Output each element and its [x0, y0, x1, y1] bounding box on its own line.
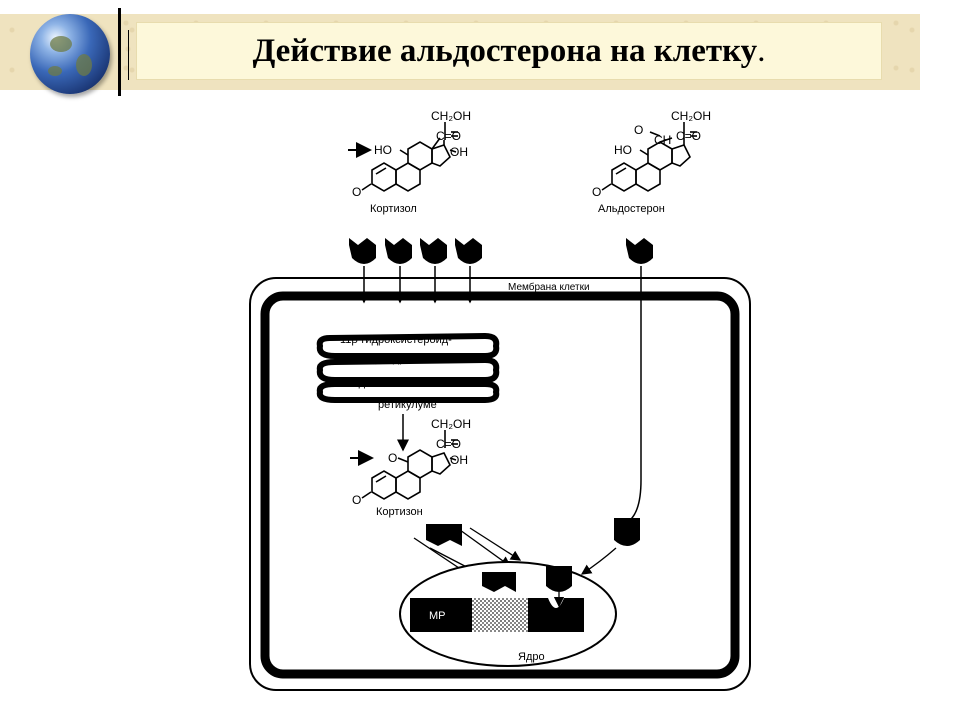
cortisol-co: C=O [436, 129, 461, 143]
er-enzyme [316, 332, 500, 403]
dna-binding-region [472, 598, 528, 632]
cortisol-oh: OH [450, 145, 468, 159]
enzyme-line2: дегидрогеназа [370, 353, 445, 365]
divider-line-thin [128, 30, 129, 80]
transporter [349, 238, 376, 304]
enzyme-line4: ретикулуме [378, 399, 437, 411]
cortisone-label: Кортизон [376, 506, 423, 518]
arrow-to-nucleus-4 [469, 527, 522, 561]
slide-title-dot: . [757, 32, 766, 69]
cortisone-molecule [361, 430, 458, 500]
divider-line [118, 8, 121, 96]
aldosterone-on-receptor [546, 566, 572, 592]
cortisol-label: Кортизол [370, 203, 417, 215]
cortisone-ch2oh: CH₂OH [431, 417, 471, 431]
cortisol-molecule [361, 122, 458, 192]
aldosterone-molecule [601, 122, 697, 192]
aldosterone-ch: CH [654, 133, 671, 147]
transporter [420, 238, 447, 304]
slide-title-text: Действие альдостерона на клетку [252, 32, 758, 69]
enzyme-line1: 11β-гидроксистероид- [340, 334, 452, 346]
aldosterone-transporter [626, 238, 653, 521]
aldosterone-o-ring: O [592, 185, 601, 199]
cortisol-ch2oh: CH₂OH [431, 109, 471, 123]
cortisol-ho: HO [374, 143, 392, 157]
aldosterone-to-nucleus [580, 547, 617, 575]
nucleus-label: Ядро [518, 651, 545, 663]
aldosterone-ch2oh: CH₂OH [671, 109, 711, 123]
enzyme-line3: в эндоплазматическом [338, 377, 455, 389]
arrow-to-nucleus-3 [459, 529, 512, 567]
slide-title: Действие альдостерона на клетку. [137, 23, 881, 79]
globe-icon [30, 14, 110, 94]
cortisone-flag [426, 524, 462, 546]
cortisone-o: O [352, 493, 361, 507]
membrane-label: Мембрана клетки [508, 281, 590, 293]
aldosterone-o: O [634, 123, 643, 137]
mr-receptor [410, 598, 472, 632]
transporter [455, 238, 482, 304]
mr-label: МР [429, 610, 446, 622]
aldosterone-flag [614, 518, 640, 546]
cortisone-co: C=O [436, 437, 461, 451]
receptor-binding-site [528, 598, 584, 632]
cortisone-on-nucleus [482, 572, 516, 592]
cortisone-oh: OH [450, 453, 468, 467]
cortisone-o-top: O [388, 451, 397, 465]
cortisol-transporters [349, 238, 482, 304]
cortisol-o: O [352, 185, 361, 199]
aldosterone-co: C=O [676, 129, 701, 143]
aldosterone-ho: HO [614, 143, 632, 157]
title-box: Действие альдостерона на клетку. [136, 22, 882, 80]
cell-inner-membrane [260, 291, 740, 679]
transporter [385, 238, 412, 304]
aldosterone-label: Альдостерон [598, 203, 665, 215]
